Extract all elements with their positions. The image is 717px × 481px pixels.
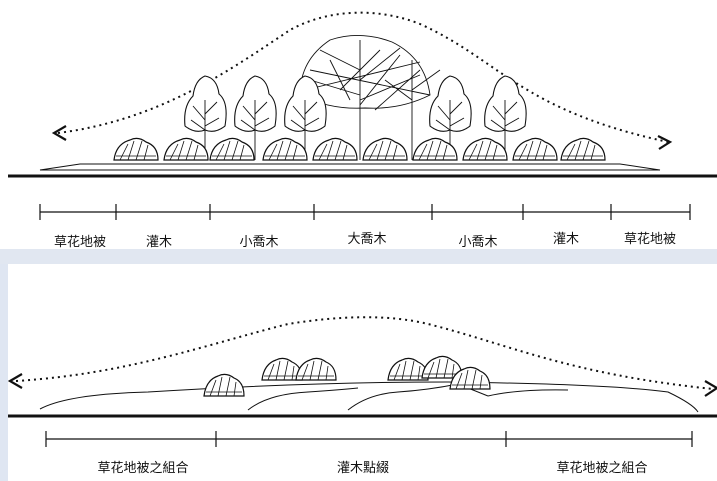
panel-divider [0, 249, 717, 264]
zone-label: 灌木 [552, 232, 580, 247]
left-arrowhead [51, 125, 67, 141]
mound [39, 163, 661, 171]
right-arrowhead [657, 135, 673, 150]
layered-planting-drawing [8, 11, 717, 220]
planting-mound [39, 381, 699, 413]
zone-label: 灌木 [145, 235, 173, 250]
zone-label: 灌木點綴 [336, 461, 390, 476]
zone-dimension-line [39, 204, 691, 220]
right-arrowhead [704, 380, 717, 397]
zone-label: 草花地被之組合 [556, 461, 648, 476]
zone-dimension-line [45, 431, 693, 447]
canopy-profile-curve [57, 11, 669, 143]
slide-edge-strip [0, 264, 8, 481]
shrub-accent-diagram: 草花地被之組合 灌木點綴 草花地被之組合 [8, 264, 717, 481]
shrub-accent-drawing [8, 316, 717, 447]
zone-label: 草花地被 [53, 235, 107, 250]
left-arrowhead [8, 373, 23, 389]
canopy-profile-curve [15, 316, 714, 390]
zone-label: 草花地被之組合 [97, 461, 189, 476]
layered-planting-diagram: 草花地被 灌木 小喬木 大喬木 小喬木 灌木 草花地被 [8, 11, 717, 250]
large-tree [299, 35, 441, 160]
zone-label: 草花地被 [623, 232, 677, 247]
zone-label: 小喬木 [239, 235, 279, 250]
zone-label: 小喬木 [458, 235, 498, 250]
zone-label: 大喬木 [347, 232, 387, 247]
